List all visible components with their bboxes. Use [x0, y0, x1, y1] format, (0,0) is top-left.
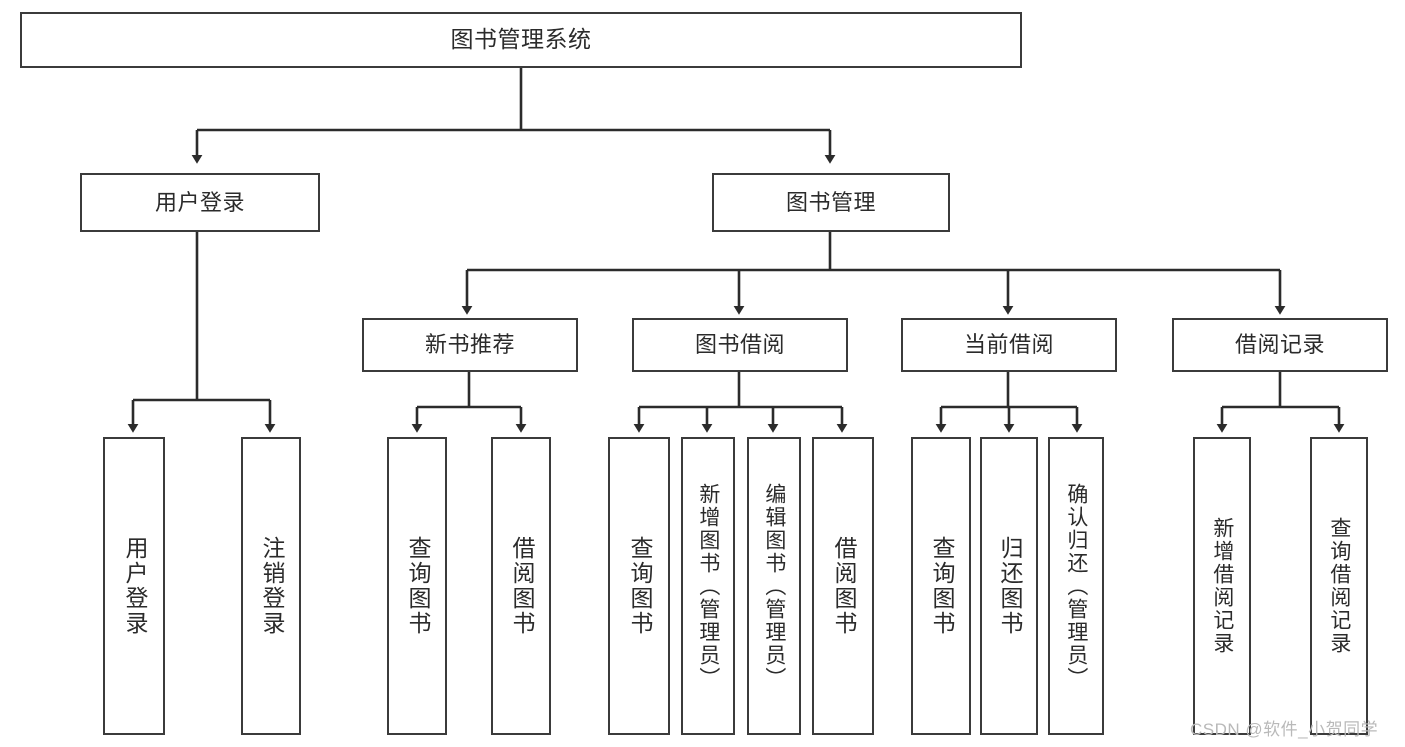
node-label: 图书管理系统: [450, 26, 592, 53]
node-book-borrowing[interactable]: 图书借阅: [632, 318, 848, 372]
node-leaf-query-book-current[interactable]: 查询图书: [911, 437, 971, 735]
node-label: 查询图书: [626, 536, 653, 636]
node-new-book-recommendation[interactable]: 新书推荐: [362, 318, 578, 372]
node-leaf-add-borrow-record[interactable]: 新增借阅记录: [1193, 437, 1251, 735]
node-label: 用户登录: [154, 189, 245, 215]
node-leaf-add-book-admin[interactable]: 新增图书（管理员）: [681, 437, 735, 735]
node-label: 确认归还（管理员）: [1064, 482, 1088, 690]
node-root-book-management-system[interactable]: 图书管理系统: [20, 12, 1022, 68]
node-user-login[interactable]: 用户登录: [80, 173, 320, 232]
node-leaf-return-book[interactable]: 归还图书: [980, 437, 1038, 735]
node-leaf-borrow-book[interactable]: 借阅图书: [812, 437, 874, 735]
node-leaf-query-book-recommend[interactable]: 查询图书: [387, 437, 447, 735]
node-leaf-query-book-borrow[interactable]: 查询图书: [608, 437, 670, 735]
node-borrowing-records[interactable]: 借阅记录: [1172, 318, 1388, 372]
node-label: 归还图书: [996, 536, 1023, 636]
node-label: 借阅记录: [1234, 332, 1325, 358]
node-leaf-borrow-book-recommend[interactable]: 借阅图书: [491, 437, 551, 735]
node-label: 新增图书（管理员）: [696, 482, 720, 690]
node-label: 图书管理: [785, 189, 876, 215]
node-label: 新增借阅记录: [1210, 517, 1234, 655]
node-label: 借阅图书: [830, 536, 857, 636]
node-label: 图书借阅: [694, 332, 785, 358]
node-label: 当前借阅: [963, 332, 1054, 358]
node-label: 注销登录: [258, 536, 285, 636]
node-leaf-confirm-return-admin[interactable]: 确认归还（管理员）: [1048, 437, 1104, 735]
node-label: 编辑图书（管理员）: [762, 482, 786, 690]
node-label: 查询图书: [928, 536, 955, 636]
node-label: 借阅图书: [508, 536, 535, 636]
node-label: 查询图书: [404, 536, 431, 636]
csdn-watermark: CSDN @软件_小贺同学: [1190, 720, 1379, 739]
node-label: 查询借阅记录: [1327, 517, 1351, 655]
node-label: 新书推荐: [424, 332, 515, 358]
node-leaf-logout[interactable]: 注销登录: [241, 437, 301, 735]
node-label: 用户登录: [121, 536, 148, 636]
node-leaf-query-borrow-record[interactable]: 查询借阅记录: [1310, 437, 1368, 735]
node-current-borrowing[interactable]: 当前借阅: [901, 318, 1117, 372]
node-leaf-user-login[interactable]: 用户登录: [103, 437, 165, 735]
node-book-management[interactable]: 图书管理: [712, 173, 950, 232]
node-leaf-edit-book-admin[interactable]: 编辑图书（管理员）: [747, 437, 801, 735]
